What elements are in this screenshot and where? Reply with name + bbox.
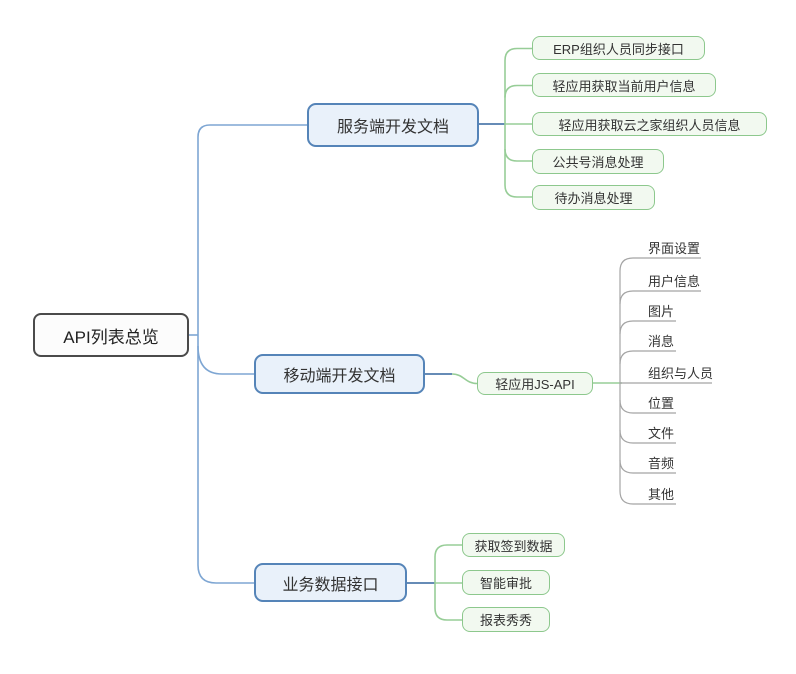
jsapi-child-other[interactable]: 其他 <box>648 487 675 502</box>
connector-jsapi-child-message <box>619 350 676 365</box>
branch-node-server-docs[interactable]: 服务端开发文档 <box>307 103 479 147</box>
leaf-node-erp-sync[interactable]: ERP组织人员同步接口 <box>532 36 705 60</box>
connector-jsapi-child-userinfo <box>619 290 701 305</box>
leaf-node-todo-message[interactable]: 待办消息处理 <box>532 185 655 210</box>
root-node-api-overview[interactable]: API列表总览 <box>33 313 189 357</box>
connector-business-child-report <box>434 607 462 621</box>
jsapi-child-location[interactable]: 位置 <box>648 396 675 411</box>
leaf-node-report-show[interactable]: 报表秀秀 <box>462 607 550 632</box>
connector-root-to-business-branch <box>197 335 254 584</box>
connector-root-to-mobile-branch <box>197 345 254 375</box>
connector-jsapi-child-location <box>619 399 676 414</box>
connector-jsapi-child-file <box>619 429 676 444</box>
node-jsapi[interactable]: 轻应用JS-API <box>477 372 593 395</box>
jsapi-child-audio[interactable]: 音频 <box>648 456 675 471</box>
connector-server-child-erp <box>504 47 532 61</box>
connector-server-child-public <box>504 148 532 162</box>
jsapi-child-org-people[interactable]: 组织与人员 <box>648 366 714 381</box>
jsapi-child-message[interactable]: 消息 <box>648 334 675 349</box>
leaf-node-smart-approval[interactable]: 智能审批 <box>462 570 550 595</box>
connector-jsapi-child-audio <box>619 459 676 474</box>
connector-jsapi-child-other <box>619 490 676 505</box>
connector-server-child-todo <box>504 184 532 198</box>
connector-mobile-to-jsapi <box>451 373 478 385</box>
branch-node-mobile-docs[interactable]: 移动端开发文档 <box>254 354 425 394</box>
jsapi-child-ui-settings[interactable]: 界面设置 <box>648 241 701 256</box>
branch-node-business-data[interactable]: 业务数据接口 <box>254 563 407 602</box>
jsapi-child-user-info[interactable]: 用户信息 <box>648 274 701 289</box>
leaf-node-public-account-message[interactable]: 公共号消息处理 <box>532 149 664 174</box>
leaf-node-signin-data[interactable]: 获取签到数据 <box>462 533 565 557</box>
leaf-node-current-user-info[interactable]: 轻应用获取当前用户信息 <box>532 73 716 97</box>
connector-business-child-signin <box>434 544 462 558</box>
connector-jsapi-child-image <box>619 320 676 335</box>
jsapi-child-file[interactable]: 文件 <box>648 426 675 441</box>
connector-root-to-server-branch <box>197 124 307 335</box>
connector-server-child-current-user <box>504 84 532 98</box>
connector-jsapi-child-ui <box>619 257 701 272</box>
leaf-node-yunzhijia-org-info[interactable]: 轻应用获取云之家组织人员信息 <box>532 112 767 136</box>
jsapi-child-image[interactable]: 图片 <box>648 304 675 319</box>
